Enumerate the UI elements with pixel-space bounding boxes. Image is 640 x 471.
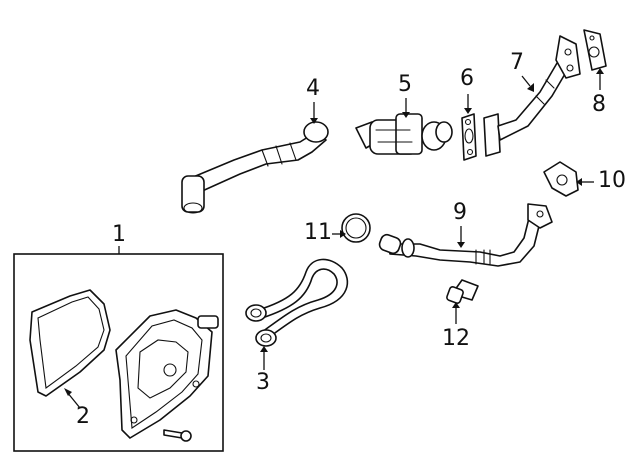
part-6-gasket (461, 113, 477, 161)
part-4-egr-pipe (181, 121, 329, 214)
callout-5: 5 (398, 72, 412, 97)
part-12-sensor (446, 279, 479, 304)
callout-1: 1 (112, 222, 126, 247)
part-3-hose (245, 258, 349, 347)
arrow-4 (310, 118, 318, 124)
part-10-gasket (543, 161, 579, 197)
callout-8: 8 (592, 92, 606, 117)
part-1-bolt (163, 429, 192, 442)
part-7-egr-tube (483, 35, 581, 157)
arrow-5 (402, 112, 410, 118)
arrow-11 (340, 230, 346, 238)
arrow-8 (596, 68, 604, 74)
arrow-12 (452, 302, 460, 308)
callout-7: 7 (510, 50, 524, 75)
callout-2: 2 (76, 404, 90, 429)
part-11-o-ring (341, 213, 371, 243)
part-5-egr-valve (355, 113, 453, 155)
arrow-2 (64, 388, 72, 396)
callout-3: 3 (256, 370, 270, 395)
arrow-7 (527, 83, 534, 92)
arrow-3 (260, 346, 268, 352)
callout-11: 11 (304, 220, 332, 245)
callout-10: 10 (598, 168, 626, 193)
callout-6: 6 (460, 66, 474, 91)
arrow-6 (464, 108, 472, 114)
callout-4: 4 (306, 76, 320, 101)
leader-7 (521, 75, 531, 87)
callout-12: 12 (442, 326, 470, 351)
part-2-gasket (29, 289, 111, 397)
part-9-pipe (378, 203, 553, 267)
arrow-9 (457, 242, 465, 248)
part-8-gasket (583, 29, 607, 71)
arrow-10 (576, 178, 582, 186)
part-1-pan (115, 309, 219, 439)
callout-9: 9 (453, 200, 467, 225)
